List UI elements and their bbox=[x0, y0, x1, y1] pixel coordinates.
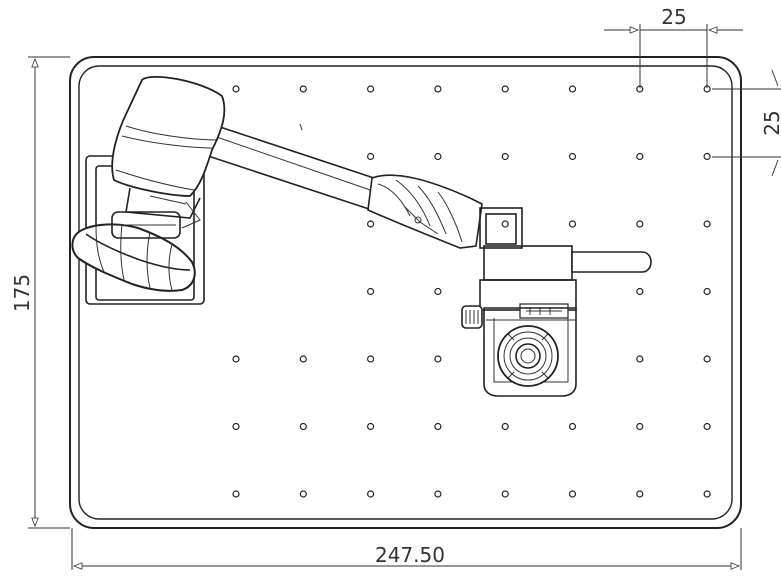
upper-housing bbox=[111, 76, 226, 229]
mounting-hole bbox=[501, 422, 509, 431]
mounting-hole bbox=[299, 422, 307, 431]
mounting-hole bbox=[501, 85, 509, 93]
mounting-hole bbox=[501, 220, 509, 228]
hole-spacing-x-label: 25 bbox=[661, 5, 686, 29]
mounting-hole bbox=[299, 490, 307, 498]
mounting-hole bbox=[299, 355, 307, 363]
thumb-screw bbox=[461, 305, 483, 329]
upper-housing-body bbox=[111, 76, 226, 197]
height-dimension-label: 175 bbox=[10, 274, 34, 312]
mounting-hole bbox=[367, 220, 375, 228]
mounting-hole bbox=[636, 220, 644, 228]
mounting-hole bbox=[568, 220, 577, 228]
mounting-hole bbox=[299, 85, 307, 93]
mounting-hole bbox=[232, 355, 240, 363]
mounting-hole bbox=[636, 355, 644, 363]
mounting-hole bbox=[636, 287, 644, 296]
mounting-hole bbox=[703, 355, 711, 363]
width-dimension-label: 247.50 bbox=[375, 543, 445, 567]
mounting-hole bbox=[434, 355, 442, 363]
arm-clamp-collar bbox=[367, 174, 483, 249]
hole-spacing-y-dimension: 25 bbox=[712, 69, 781, 177]
mounting-hole bbox=[703, 220, 711, 228]
mounting-hole bbox=[434, 152, 442, 161]
mounting-hole bbox=[232, 422, 240, 431]
holder-head bbox=[461, 207, 652, 397]
mounting-hole bbox=[434, 422, 442, 431]
mounting-hole bbox=[232, 85, 240, 93]
mounting-hole bbox=[434, 85, 442, 93]
mounting-hole bbox=[636, 490, 644, 498]
plate-inner-edge bbox=[78, 65, 733, 520]
mounting-hole bbox=[434, 287, 442, 296]
mounting-hole bbox=[636, 422, 644, 431]
mounting-hole bbox=[568, 490, 577, 498]
mounting-hole bbox=[568, 422, 577, 431]
mounting-hole bbox=[367, 422, 375, 431]
mounting-hole bbox=[367, 152, 375, 161]
width-dimension: 247.50 bbox=[71, 528, 742, 570]
mounting-hole bbox=[367, 355, 375, 363]
height-dimension: 175 bbox=[10, 56, 70, 529]
mounting-hole bbox=[434, 490, 442, 498]
mounting-hole bbox=[367, 287, 375, 296]
mounting-hole bbox=[367, 490, 375, 498]
hole-spacing-y-label: 25 bbox=[760, 110, 781, 135]
hole-spacing-x-dimension: 25 bbox=[604, 5, 743, 88]
mounting-hole bbox=[703, 287, 711, 296]
mounting-hole bbox=[703, 490, 711, 498]
articulated-arm bbox=[195, 120, 483, 249]
lens-ring-outer bbox=[497, 325, 559, 387]
holder-pin bbox=[571, 251, 652, 273]
mounting-hole bbox=[703, 422, 711, 431]
base-knob bbox=[71, 211, 196, 292]
mounting-hole bbox=[636, 152, 644, 161]
mounting-hole bbox=[568, 152, 577, 161]
mounting-hole bbox=[703, 152, 711, 161]
hole-grid bbox=[232, 85, 711, 498]
mounting-hole bbox=[568, 85, 577, 93]
mounting-hole bbox=[501, 152, 509, 161]
plate-outer-edge bbox=[69, 56, 742, 529]
base-plate bbox=[69, 56, 742, 529]
mounting-hole bbox=[501, 490, 509, 498]
mounting-hole bbox=[232, 490, 240, 498]
mounting-hole bbox=[367, 85, 375, 93]
